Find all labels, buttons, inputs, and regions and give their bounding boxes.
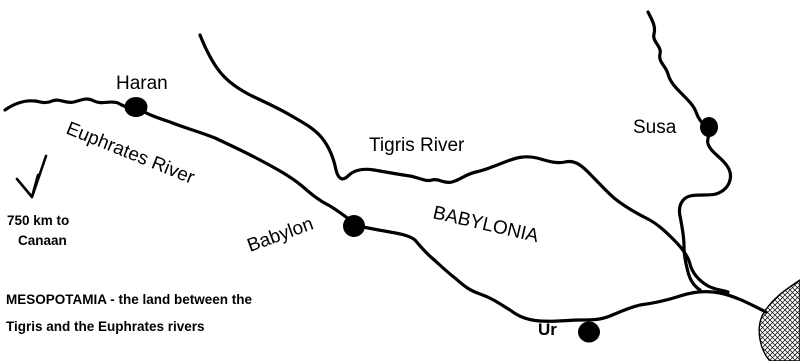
haran-label: Haran <box>116 73 168 94</box>
susa-city-marker <box>700 117 718 137</box>
distance-note-line2: Canaan <box>18 233 67 248</box>
caption-line2: Tigris and the Euphrates rivers <box>6 319 205 334</box>
susa-label: Susa <box>633 117 677 138</box>
haran-city-marker <box>124 97 148 117</box>
tigris-river-line <box>198 33 730 294</box>
ur-city-marker <box>578 321 600 343</box>
persian-gulf-area <box>758 279 800 361</box>
babylon-label: Babylon <box>245 213 317 256</box>
south-arrow-icon <box>15 154 48 199</box>
ur-label: Ur <box>538 320 557 339</box>
babylonia-region-label: BABYLONIA <box>431 202 541 247</box>
euphrates-river-label: Euphrates River <box>63 118 198 189</box>
caption-line1: MESOPOTAMIA - the land between the <box>6 292 253 307</box>
distance-note-line1: 750 km to <box>7 213 69 228</box>
euphrates-river-line <box>3 97 768 323</box>
babylon-city-marker <box>343 215 365 237</box>
tigris-river-label: Tigris River <box>369 135 465 156</box>
susa-river-line <box>646 10 733 292</box>
